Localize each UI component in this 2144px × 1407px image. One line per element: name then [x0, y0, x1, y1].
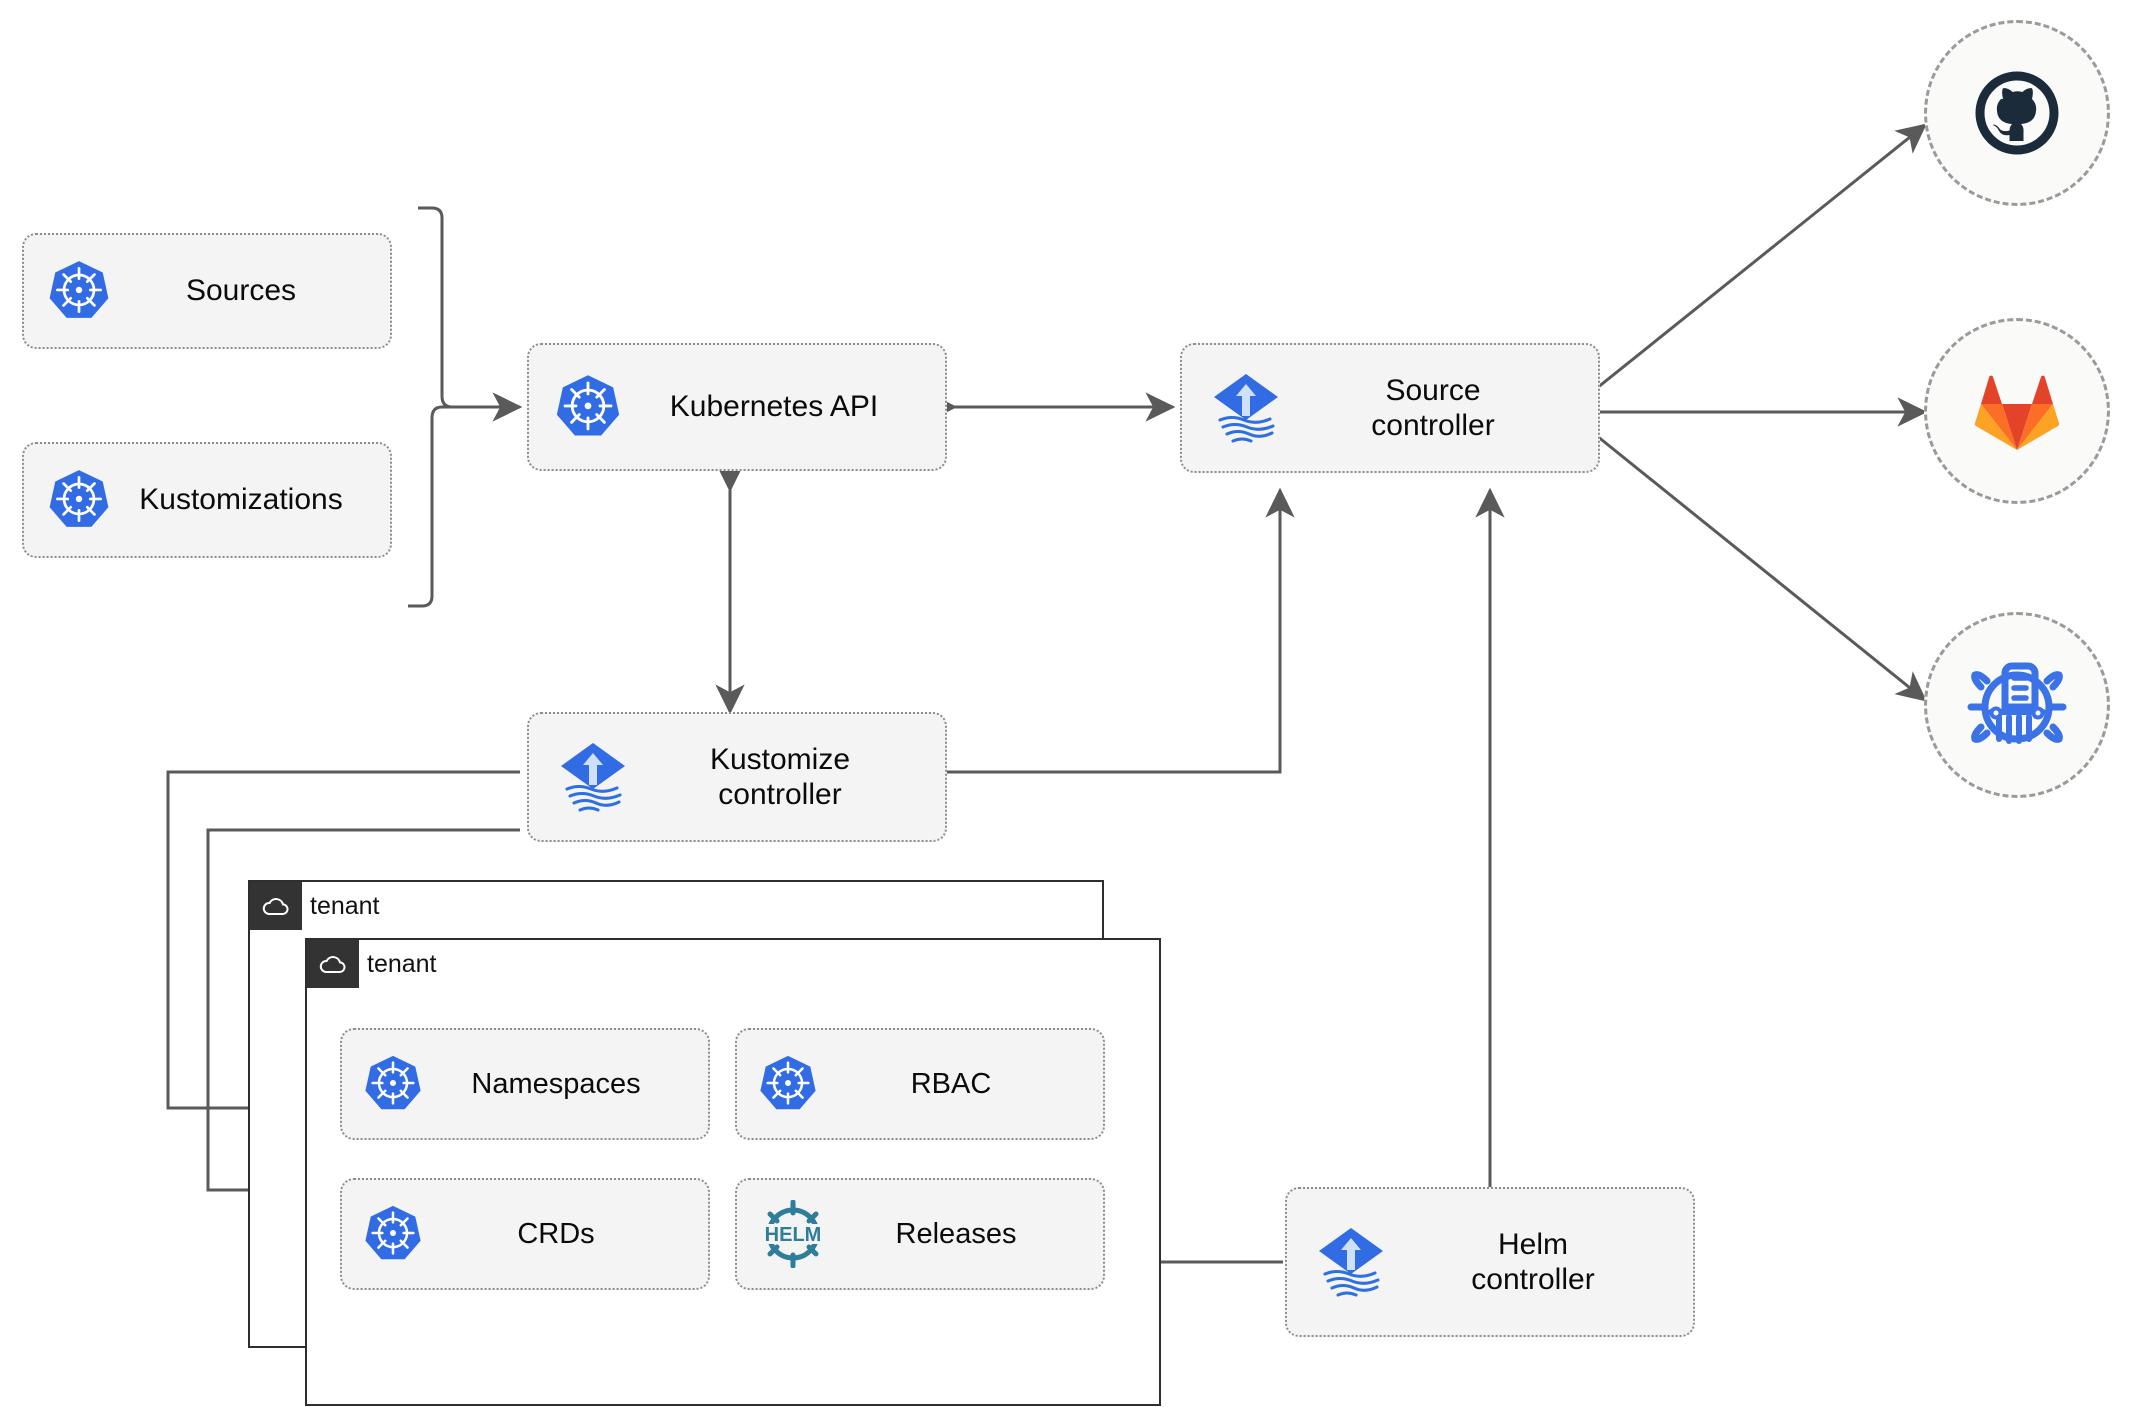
- tenant-label-back: tenant: [310, 891, 380, 920]
- node-releases[interactable]: HELM Releases: [735, 1178, 1105, 1290]
- kubernetes-icon: [46, 467, 112, 533]
- external-source-gitlab[interactable]: [1924, 318, 2110, 504]
- gitlab-icon: [1970, 366, 2064, 456]
- tenant-label-front: tenant: [367, 949, 437, 978]
- cloud-icon: [318, 953, 348, 975]
- node-helm-controller[interactable]: Helm controller: [1285, 1187, 1695, 1337]
- node-label: Kustomizations: [139, 483, 343, 517]
- flux-icon: [1309, 1220, 1393, 1304]
- node-label: Source controller: [1371, 373, 1495, 442]
- node-kustomize-controller[interactable]: Kustomize controller: [527, 712, 947, 842]
- flux-icon: [551, 735, 635, 819]
- cloud-icon: [261, 895, 291, 917]
- tenant-header-back: [250, 882, 302, 930]
- node-label: RBAC: [910, 1067, 992, 1100]
- tenant-header-front: [307, 940, 359, 988]
- kubernetes-icon: [362, 1203, 424, 1265]
- kubernetes-icon: [553, 372, 623, 442]
- node-namespaces[interactable]: Namespaces: [340, 1028, 710, 1140]
- node-label: Kustomize controller: [709, 742, 851, 811]
- node-label: Namespaces: [471, 1067, 641, 1100]
- external-source-helm-repository[interactable]: [1924, 612, 2110, 798]
- github-icon: [1967, 63, 2067, 163]
- node-label: Sources: [185, 274, 297, 308]
- node-source-controller[interactable]: Source controller: [1180, 343, 1600, 473]
- node-label: Releases: [895, 1217, 1017, 1250]
- tenant-container-front: tenant: [305, 938, 1161, 1406]
- node-kubernetes-api[interactable]: Kubernetes API: [527, 343, 947, 471]
- helm-icon: HELM: [757, 1200, 829, 1268]
- helm-repository-icon: [1963, 651, 2071, 759]
- node-sources[interactable]: Sources: [22, 233, 392, 349]
- node-label: CRDs: [517, 1217, 595, 1250]
- node-rbac[interactable]: RBAC: [735, 1028, 1105, 1140]
- node-label: Kubernetes API: [669, 390, 879, 424]
- svg-text:HELM: HELM: [765, 1224, 822, 1246]
- kubernetes-icon: [757, 1053, 819, 1115]
- flux-icon: [1204, 366, 1288, 450]
- node-crds[interactable]: CRDs: [340, 1178, 710, 1290]
- kubernetes-icon: [362, 1053, 424, 1115]
- node-kustomizations[interactable]: Kustomizations: [22, 442, 392, 558]
- kubernetes-icon: [46, 258, 112, 324]
- node-label: Helm controller: [1471, 1227, 1595, 1296]
- external-source-github[interactable]: [1924, 20, 2110, 206]
